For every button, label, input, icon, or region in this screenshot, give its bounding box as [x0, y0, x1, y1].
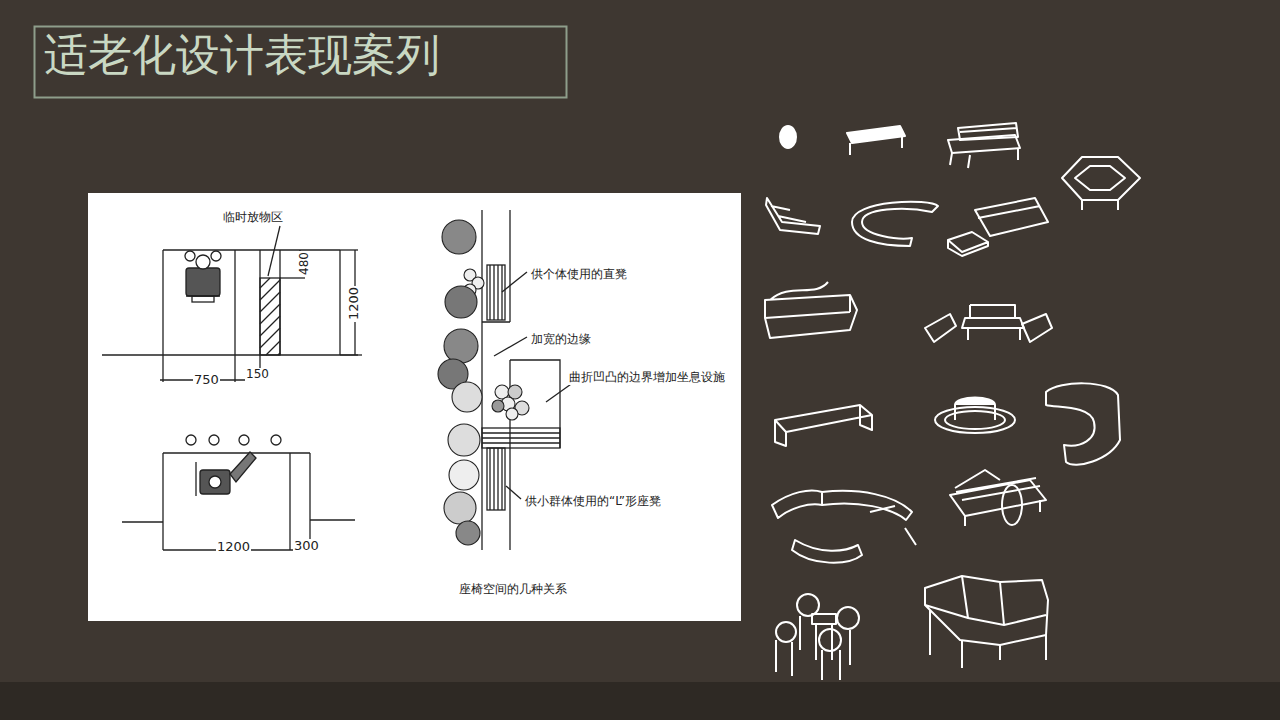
callout-label-wrap: 曲折凹凸的边界增加坐息设施: [568, 366, 726, 385]
slide-title-wrap: 适老化设计表现案列: [44, 31, 440, 82]
seat-sketches: [765, 123, 1140, 680]
dimension: 300: [293, 539, 320, 554]
callout-label: 曲折凹凸的边界增加坐息设施: [568, 371, 726, 385]
wheelchair-plan-b: [122, 435, 355, 550]
callout-label-wrap: 供个体使用的直凳: [530, 263, 628, 282]
callout-label: 加宽的边缘: [530, 333, 592, 347]
dimension-wrap: 1200: [216, 536, 251, 555]
drawing-panel: [88, 193, 741, 621]
callout-label-wrap: 临时放物区: [222, 206, 284, 225]
dimension: 750: [193, 373, 220, 388]
dimension-wrap: 150: [245, 363, 270, 382]
callout-label: 供个体使用的直凳: [530, 268, 628, 282]
dimension-wrap: 300: [293, 535, 320, 554]
dimension-wrap: 480: [293, 251, 312, 276]
dimension: 480: [298, 251, 312, 276]
dimension-wrap: 1200: [343, 286, 362, 321]
callout-label-wrap: 供小群体使用的“L”形座凳: [524, 490, 662, 509]
callout-label: 临时放物区: [222, 211, 284, 225]
callout-label: 供小群体使用的“L”形座凳: [524, 495, 662, 509]
dimension: 150: [245, 368, 270, 382]
dimension: 1200: [347, 286, 362, 321]
figure-caption-wrap: 座椅空间的几种关系: [458, 578, 568, 597]
wheelchair-plan-a: [102, 226, 362, 382]
figure-caption: 座椅空间的几种关系: [458, 583, 568, 597]
slide-title: 适老化设计表现案列: [44, 31, 440, 82]
dimension-wrap: 750: [193, 369, 220, 388]
dimension: 1200: [216, 540, 251, 555]
bottom-band: [0, 682, 1280, 720]
title-frame: [35, 27, 567, 98]
tree-symbols: [438, 220, 529, 545]
callout-label-wrap: 加宽的边缘: [530, 328, 592, 347]
